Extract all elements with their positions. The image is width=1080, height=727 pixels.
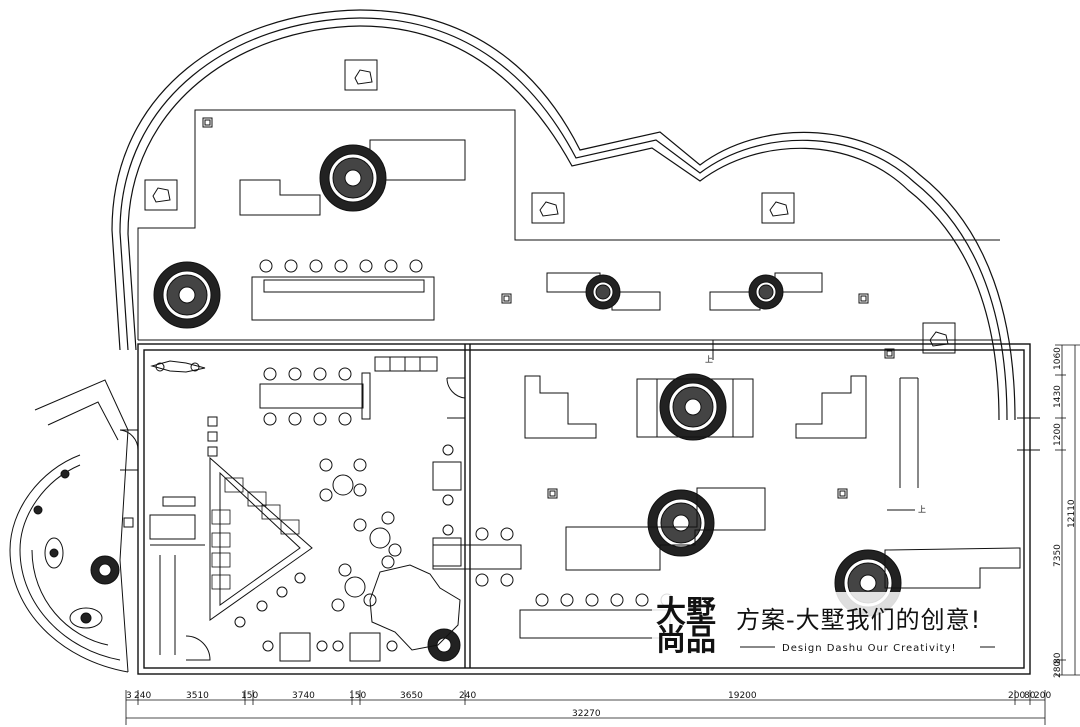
dim-bottom-1: 3	[126, 691, 132, 701]
rock-planters	[144, 59, 956, 354]
dim-right-1: 1060	[1053, 347, 1063, 370]
doors	[119, 377, 466, 661]
stair-up-label-1: 上	[705, 355, 713, 364]
building-walls	[137, 343, 1031, 675]
dim-right-6: 280	[1053, 661, 1063, 678]
stair-markers	[712, 340, 915, 511]
dim-right-total: 12110	[1067, 499, 1077, 528]
lamp-fixtures	[123, 117, 895, 528]
watermark-slogan-en: Design Dashu Our Creativity!	[782, 643, 957, 654]
dim-bottom-10: 200	[1008, 691, 1025, 701]
dim-bottom-5: 3740	[292, 691, 315, 701]
dim-right-3: 1200	[1053, 423, 1063, 446]
watermark-slogan-cn: 方案-大墅我们的创意!	[736, 606, 981, 634]
gazebo	[9, 379, 129, 673]
dim-bottom-3: 3510	[186, 691, 209, 701]
dim-right-4: 7350	[1053, 544, 1063, 567]
dim-bottom-11: 80	[1024, 691, 1036, 701]
right-openings	[899, 377, 1040, 488]
stair-up-label-2: 上	[918, 505, 926, 514]
dim-bottom-2: 240	[134, 691, 151, 701]
dim-bottom-6: 150	[349, 691, 366, 701]
watermark-backdrop	[652, 592, 1022, 658]
dim-right-2: 1430	[1053, 385, 1063, 408]
bar-cabinet-labels	[211, 477, 300, 590]
dim-bottom-total: 32270	[572, 709, 601, 719]
terrace-stools	[259, 259, 423, 273]
left-room-furniture	[149, 356, 462, 662]
dim-bottom-4: 150	[241, 691, 258, 701]
dim-bottom-8: 240	[459, 691, 476, 701]
outer-boundary	[111, 9, 1016, 421]
dim-bottom-12: 200	[1034, 691, 1051, 701]
dim-right-5: 80	[1053, 652, 1063, 664]
watermark-logo-bottom: 尚品	[656, 623, 716, 658]
dim-bottom-9: 19200	[728, 691, 757, 701]
terrace-outline	[137, 109, 1000, 341]
watermark-logo-top: 大墅	[656, 595, 716, 630]
dimension-lines	[125, 344, 1080, 725]
dim-bottom-7: 3650	[400, 691, 423, 701]
